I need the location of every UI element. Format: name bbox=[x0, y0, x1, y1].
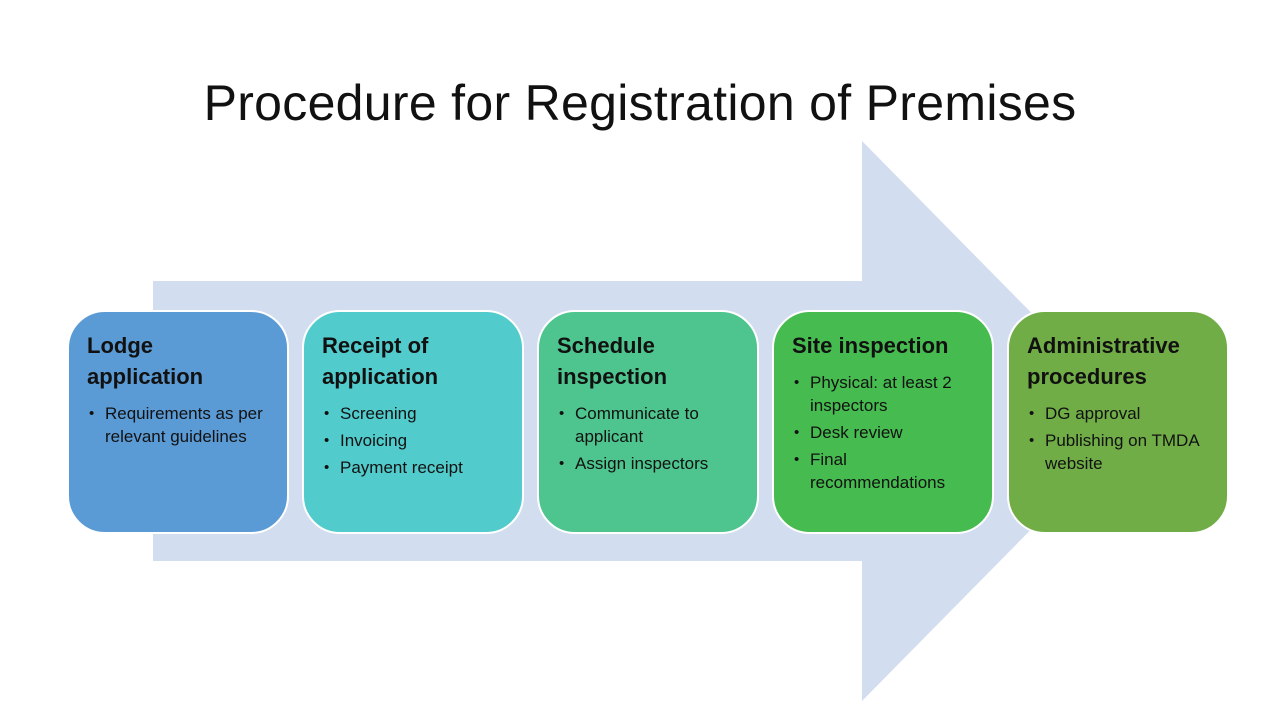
step-item: •DG approval bbox=[1029, 404, 1141, 423]
step-item: •Final recommendations bbox=[794, 450, 946, 492]
bullet-icon: • bbox=[559, 405, 565, 422]
step-receipt-of-application: Receipt of application •Screening •Invoi… bbox=[302, 310, 524, 534]
step-items: •Requirements as per relevant guidelines bbox=[87, 402, 271, 448]
step-heading: Receipt of application bbox=[322, 333, 439, 389]
bullet-icon: • bbox=[89, 405, 95, 422]
step-items: •Screening •Invoicing •Payment receipt bbox=[322, 402, 506, 479]
step-schedule-inspection: Schedule inspection •Communicate to appl… bbox=[537, 310, 759, 534]
bullet-icon: • bbox=[324, 459, 330, 476]
step-administrative-procedures: Administrative procedures •DG approval •… bbox=[1007, 310, 1229, 534]
step-item: •Physical: at least 2 inspectors bbox=[794, 373, 952, 415]
step-items: •DG approval •Publishing on TMDA website bbox=[1027, 402, 1211, 475]
step-heading: Lodge application bbox=[87, 333, 204, 389]
step-item: •Assign inspectors bbox=[559, 454, 709, 473]
step-items: •Physical: at least 2 inspectors •Desk r… bbox=[792, 371, 976, 494]
step-item: •Invoicing bbox=[324, 431, 408, 450]
step-heading: Site inspection bbox=[792, 333, 949, 358]
step-heading: Administrative procedures bbox=[1027, 333, 1180, 389]
step-lodge-application: Lodge application •Requirements as per r… bbox=[67, 310, 289, 534]
step-item: •Requirements as per relevant guidelines bbox=[89, 404, 263, 446]
bullet-icon: • bbox=[794, 374, 800, 391]
slide-title: Procedure for Registration of Premises bbox=[203, 75, 1077, 131]
bullet-icon: • bbox=[559, 455, 565, 472]
step-site-inspection: Site inspection •Physical: at least 2 in… bbox=[772, 310, 994, 534]
bullet-icon: • bbox=[324, 405, 330, 422]
step-item: •Desk review bbox=[794, 423, 903, 442]
bullet-icon: • bbox=[1029, 405, 1035, 422]
bullet-icon: • bbox=[324, 432, 330, 449]
bullet-icon: • bbox=[794, 451, 800, 468]
bullet-icon: • bbox=[1029, 432, 1035, 449]
step-heading: Schedule inspection bbox=[557, 333, 668, 389]
step-item: •Publishing on TMDA website bbox=[1029, 431, 1199, 473]
step-item: •Communicate to applicant bbox=[559, 404, 699, 446]
bullet-icon: • bbox=[794, 424, 800, 441]
step-item: •Screening bbox=[324, 404, 417, 423]
step-item: •Payment receipt bbox=[324, 458, 463, 477]
step-items: •Communicate to applicant •Assign inspec… bbox=[557, 402, 741, 475]
